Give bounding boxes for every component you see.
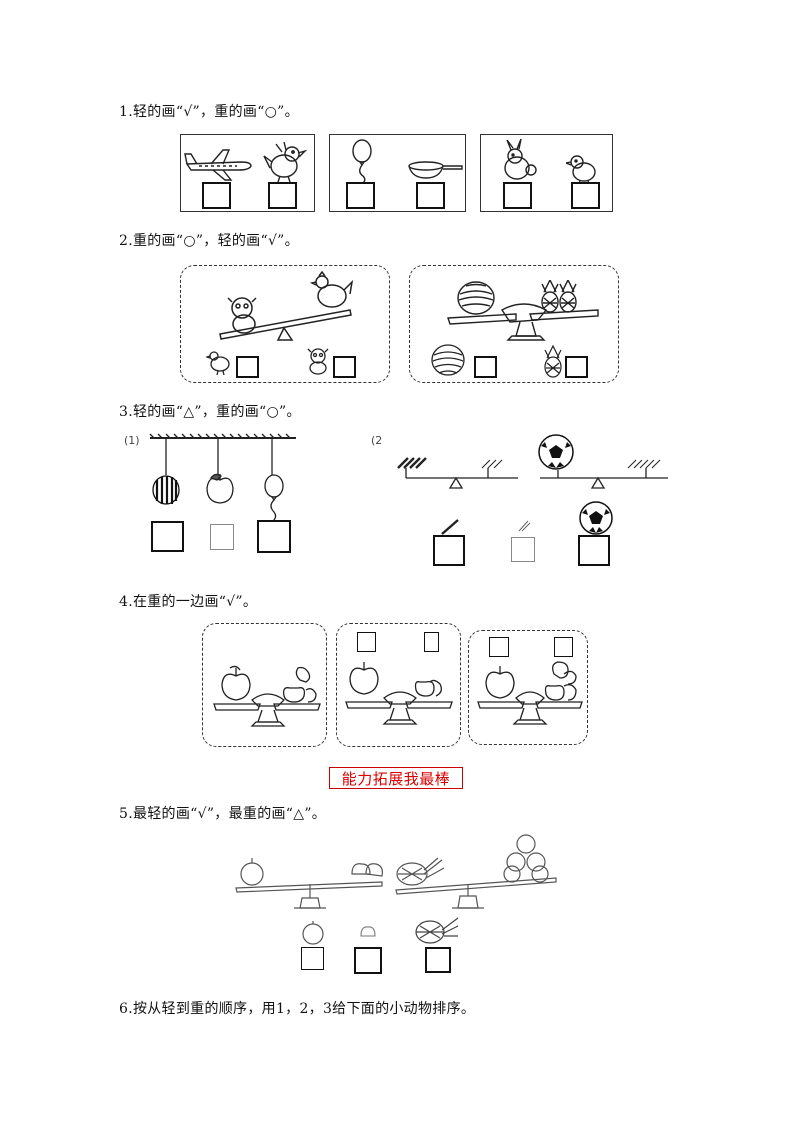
q4-2-answer-left[interactable]: [357, 632, 376, 652]
watermelon-icon: [431, 344, 465, 376]
q5-answer-apple[interactable]: [301, 947, 324, 970]
pineapple-icon: [544, 344, 562, 378]
q1-panel-1: [180, 134, 315, 212]
pineapple-icon: [415, 917, 459, 944]
q2-answer-hen[interactable]: [236, 356, 259, 378]
q1-answer-bird[interactable]: [268, 182, 297, 209]
hanging-objects-icon: [149, 433, 296, 475]
q5-answer-pineapple[interactable]: [425, 947, 451, 973]
soccer-ball-icon: [579, 501, 613, 535]
feather-icon: [518, 520, 531, 532]
q2-answer-monkey[interactable]: [333, 356, 356, 378]
balance-scale-icon: [447, 280, 599, 341]
watermelon-icon: [152, 475, 180, 505]
seesaw-icon: [397, 457, 518, 489]
monkey-icon: [307, 348, 329, 375]
q4-2-answer-right[interactable]: [424, 632, 439, 652]
q1-answer-wok[interactable]: [416, 182, 445, 209]
q4-panel-3: [468, 630, 588, 745]
q5-answer-peach[interactable]: [354, 947, 382, 974]
q2-answer-pineapple[interactable]: [565, 356, 588, 378]
q4-panel-2: [336, 623, 461, 747]
soccer-ball-icon: [538, 434, 574, 470]
balloon-icon: [264, 474, 284, 522]
peach-icon: [360, 926, 376, 937]
q3-part-1-label: (1): [124, 434, 140, 447]
q4-3-answer-left[interactable]: [489, 637, 509, 657]
balance-scale-icon: [477, 661, 583, 725]
seesaw-icon: [235, 858, 383, 909]
section-banner: 能力拓展我最棒: [329, 767, 463, 789]
feather-icon: [441, 519, 459, 535]
bird-icon: [263, 141, 308, 183]
q1-panel-3: [480, 134, 613, 212]
seesaw-icon: [219, 270, 354, 341]
chick-icon: [566, 155, 596, 184]
q1-answer-chick[interactable]: [571, 182, 600, 209]
q1-panel-2: [329, 134, 466, 212]
q2-panel-2: [409, 265, 619, 383]
question-5-text: 5.最轻的画“√”，最重的画“△”。: [119, 806, 327, 822]
question-4-text: 4.在重的一边画“√”。: [119, 594, 258, 610]
q1-answer-airplane[interactable]: [202, 182, 231, 209]
q3-1-answer-watermelon[interactable]: [151, 521, 184, 552]
q3-2-answer-light-feather[interactable]: [511, 537, 535, 562]
question-3-text: 3.轻的画“△”，重的画“○”。: [119, 404, 301, 420]
q2-answer-watermelon[interactable]: [474, 356, 497, 378]
q2-panel-1: [180, 265, 390, 383]
q3-2-answer-heavy-feathers[interactable]: [433, 535, 465, 566]
seesaw-icon: [538, 434, 668, 489]
question-2-text: 2.重的画“○”，轻的画“√”。: [119, 233, 299, 249]
balance-scale-icon: [345, 662, 453, 725]
q1-answer-rabbit[interactable]: [503, 182, 532, 209]
seesaw-icon: [395, 834, 557, 909]
apple-icon: [302, 921, 324, 945]
question-1-text: 1.轻的画“√”，重的画“○”。: [119, 104, 299, 120]
airplane-icon: [184, 149, 252, 181]
hen-icon: [206, 351, 230, 376]
q3-1-answer-apple[interactable]: [210, 524, 234, 550]
wok-icon: [408, 161, 463, 179]
balloon-icon: [352, 139, 372, 184]
q1-answer-balloon[interactable]: [346, 182, 375, 209]
q4-3-answer-right[interactable]: [554, 637, 573, 657]
q4-panel-1: [202, 623, 327, 747]
question-6-text: 6.按从轻到重的顺序，用1，2，3给下面的小动物排序。: [119, 1001, 476, 1017]
balance-scale-icon: [213, 665, 321, 727]
rabbit-icon: [504, 138, 537, 180]
apple-icon: [206, 473, 234, 504]
q3-2-answer-soccer-ball[interactable]: [578, 535, 610, 566]
q3-part-2-label: (2: [371, 434, 383, 447]
q3-1-answer-balloon[interactable]: [257, 520, 291, 553]
